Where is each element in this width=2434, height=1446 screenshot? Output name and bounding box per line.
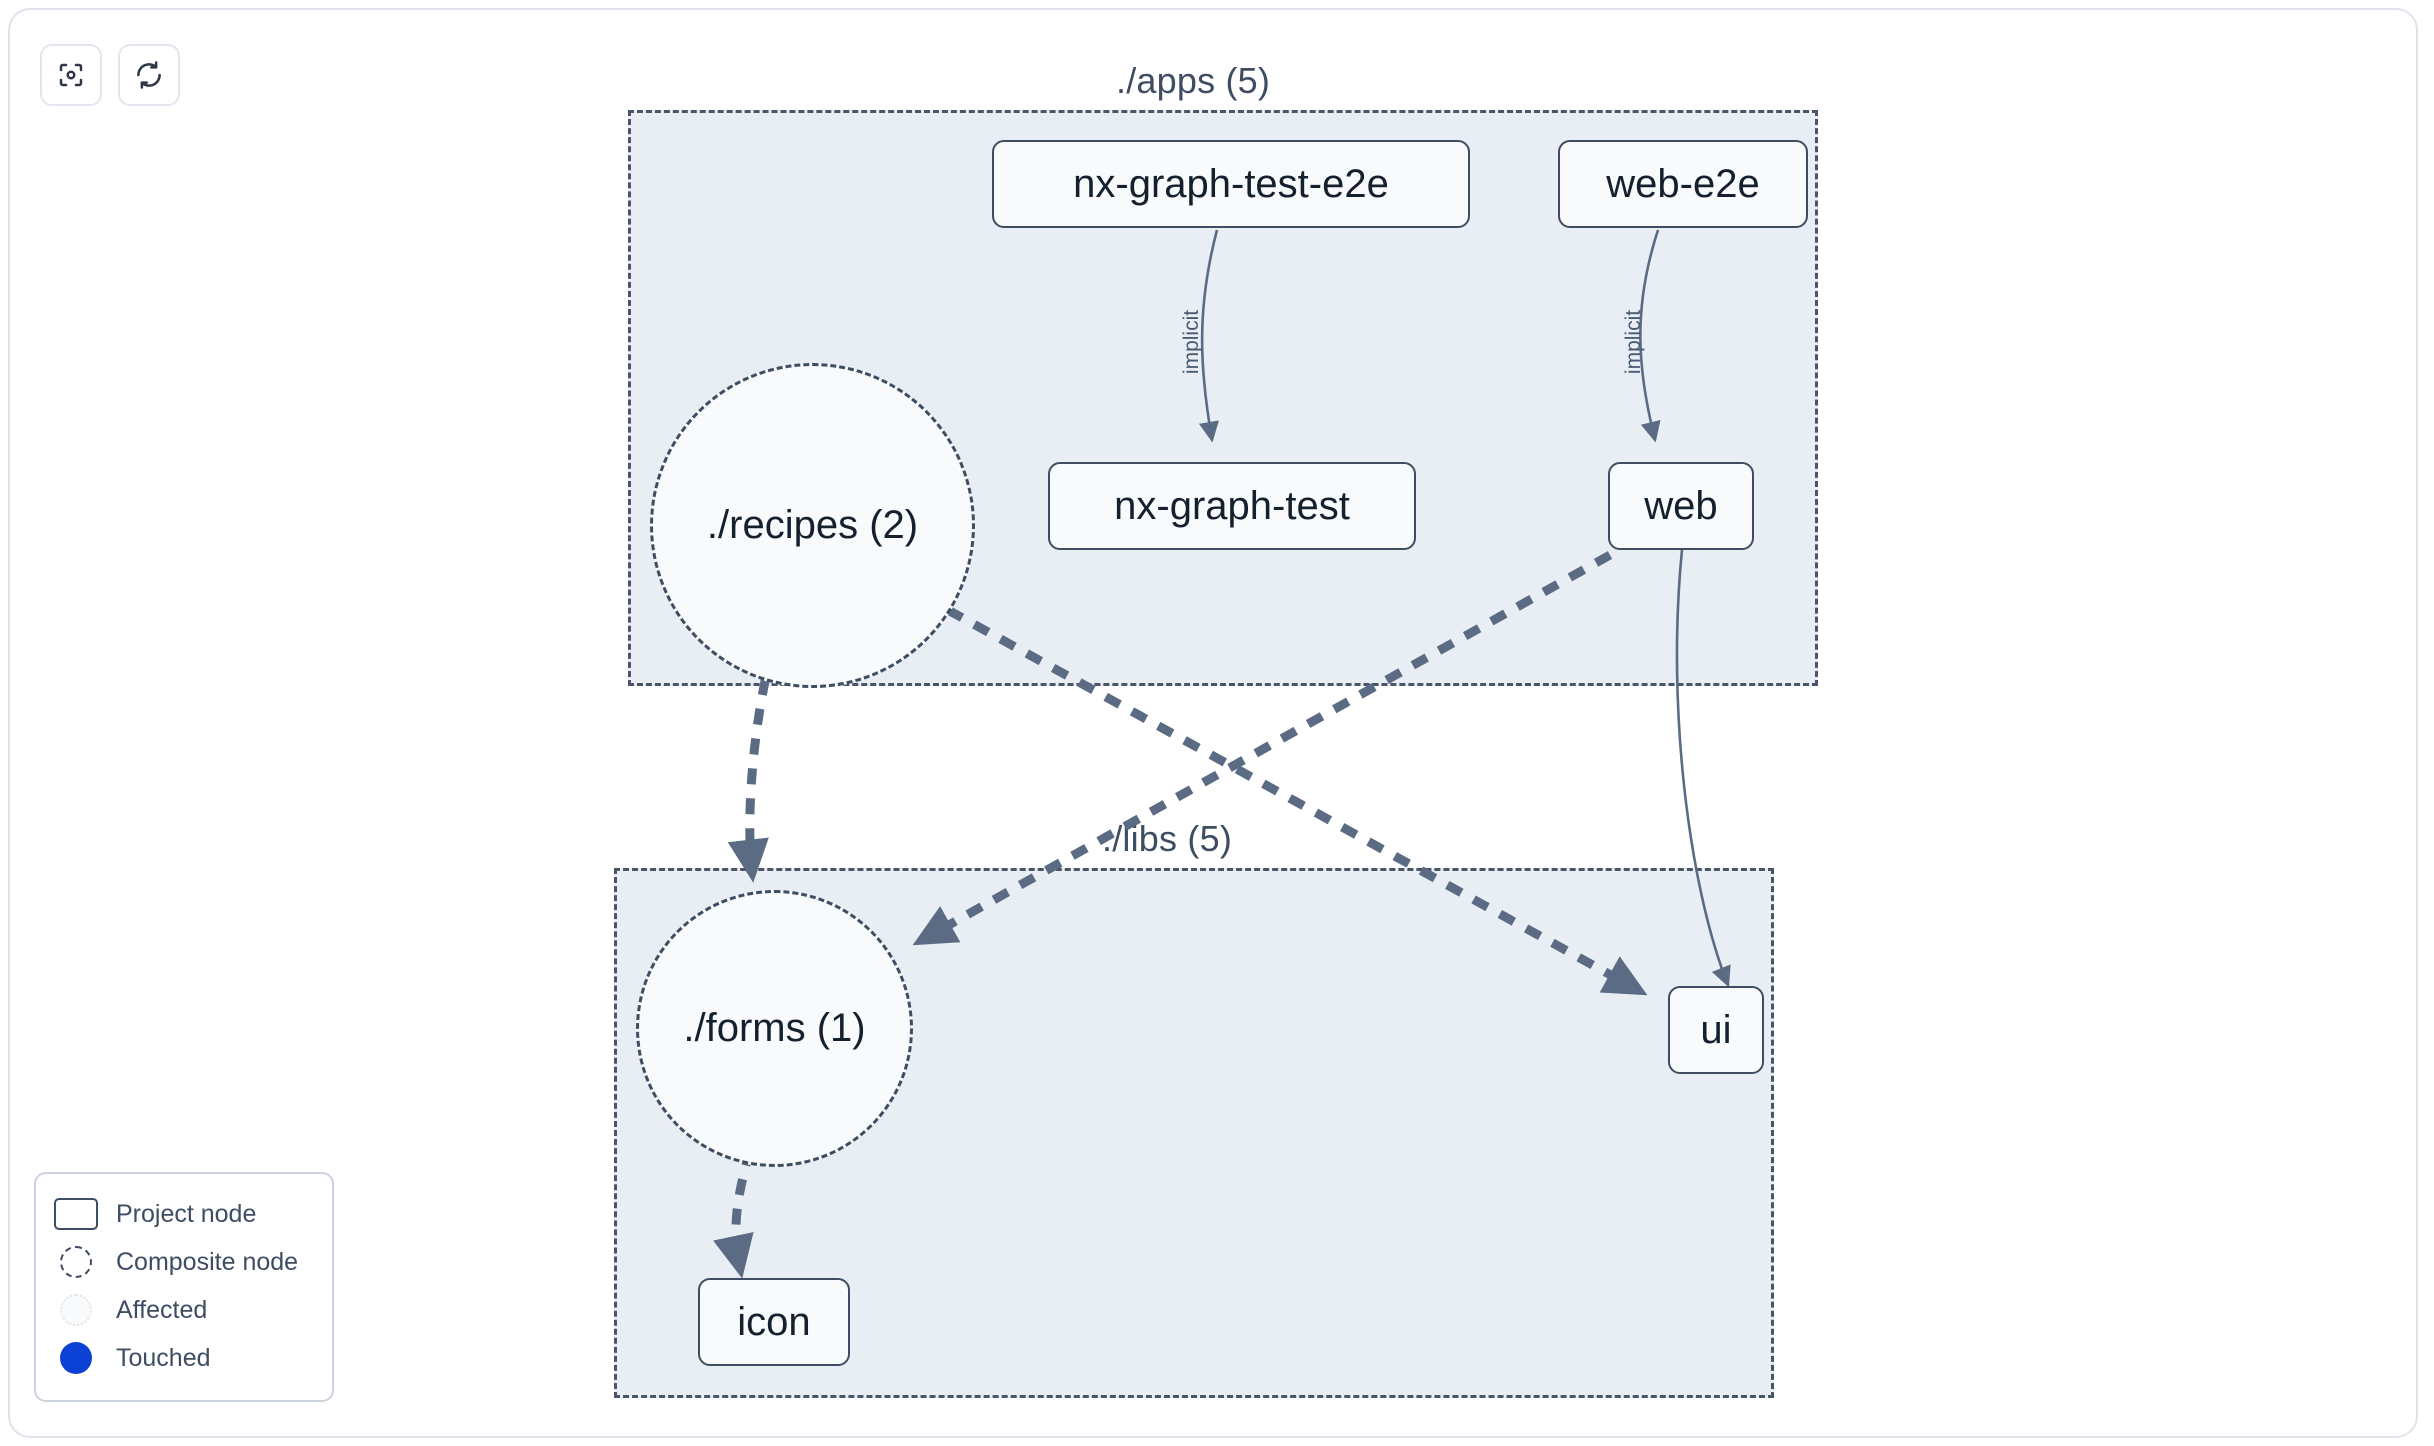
graph-toolbar	[40, 44, 180, 106]
node-label: nx-graph-test-e2e	[1073, 161, 1389, 206]
legend-item-project-node: Project node	[54, 1190, 314, 1238]
graph-panel: ./apps (5) ./libs (5)	[8, 8, 2418, 1438]
node-ui[interactable]: ui	[1668, 986, 1764, 1074]
node-label: ./forms (1)	[683, 1006, 866, 1050]
node-label: nx-graph-test	[1114, 483, 1350, 528]
affected-swatch	[54, 1292, 98, 1328]
legend-item-touched: Touched	[54, 1334, 314, 1382]
project-node-swatch	[54, 1196, 98, 1232]
node-label: web	[1644, 483, 1718, 528]
legend-label: Touched	[116, 1343, 211, 1372]
group-libs-label: ./libs (5)	[1102, 818, 1233, 859]
graph-canvas[interactable]: ./apps (5) ./libs (5)	[10, 10, 2416, 1436]
node-label: ./recipes (2)	[706, 503, 919, 547]
node-web-e2e[interactable]: web-e2e	[1558, 140, 1808, 228]
touched-swatch	[54, 1340, 98, 1376]
refresh-graph-button[interactable]	[118, 44, 180, 106]
node-label: icon	[737, 1299, 811, 1344]
legend-item-composite-node: Composite node	[54, 1238, 314, 1286]
node-web[interactable]: web	[1608, 462, 1754, 550]
legend-label: Composite node	[116, 1247, 299, 1276]
legend-label: Affected	[116, 1295, 208, 1324]
node-forms[interactable]: ./forms (1)	[636, 890, 913, 1167]
group-apps-label: ./apps (5)	[1116, 60, 1271, 101]
node-label: ui	[1700, 1007, 1732, 1052]
node-nx-graph-test[interactable]: nx-graph-test	[1048, 462, 1416, 550]
focus-target-icon	[56, 60, 86, 90]
legend-label: Project node	[116, 1199, 257, 1228]
node-recipes[interactable]: ./recipes (2)	[650, 363, 975, 688]
graph-legend: Project node Composite node Affected Tou…	[34, 1172, 334, 1402]
focus-graph-button[interactable]	[40, 44, 102, 106]
legend-item-affected: Affected	[54, 1286, 314, 1334]
refresh-icon	[134, 60, 164, 90]
node-icon[interactable]: icon	[698, 1278, 850, 1366]
composite-node-swatch	[54, 1244, 98, 1280]
node-nx-graph-test-e2e[interactable]: nx-graph-test-e2e	[992, 140, 1470, 228]
node-label: web-e2e	[1606, 161, 1760, 206]
